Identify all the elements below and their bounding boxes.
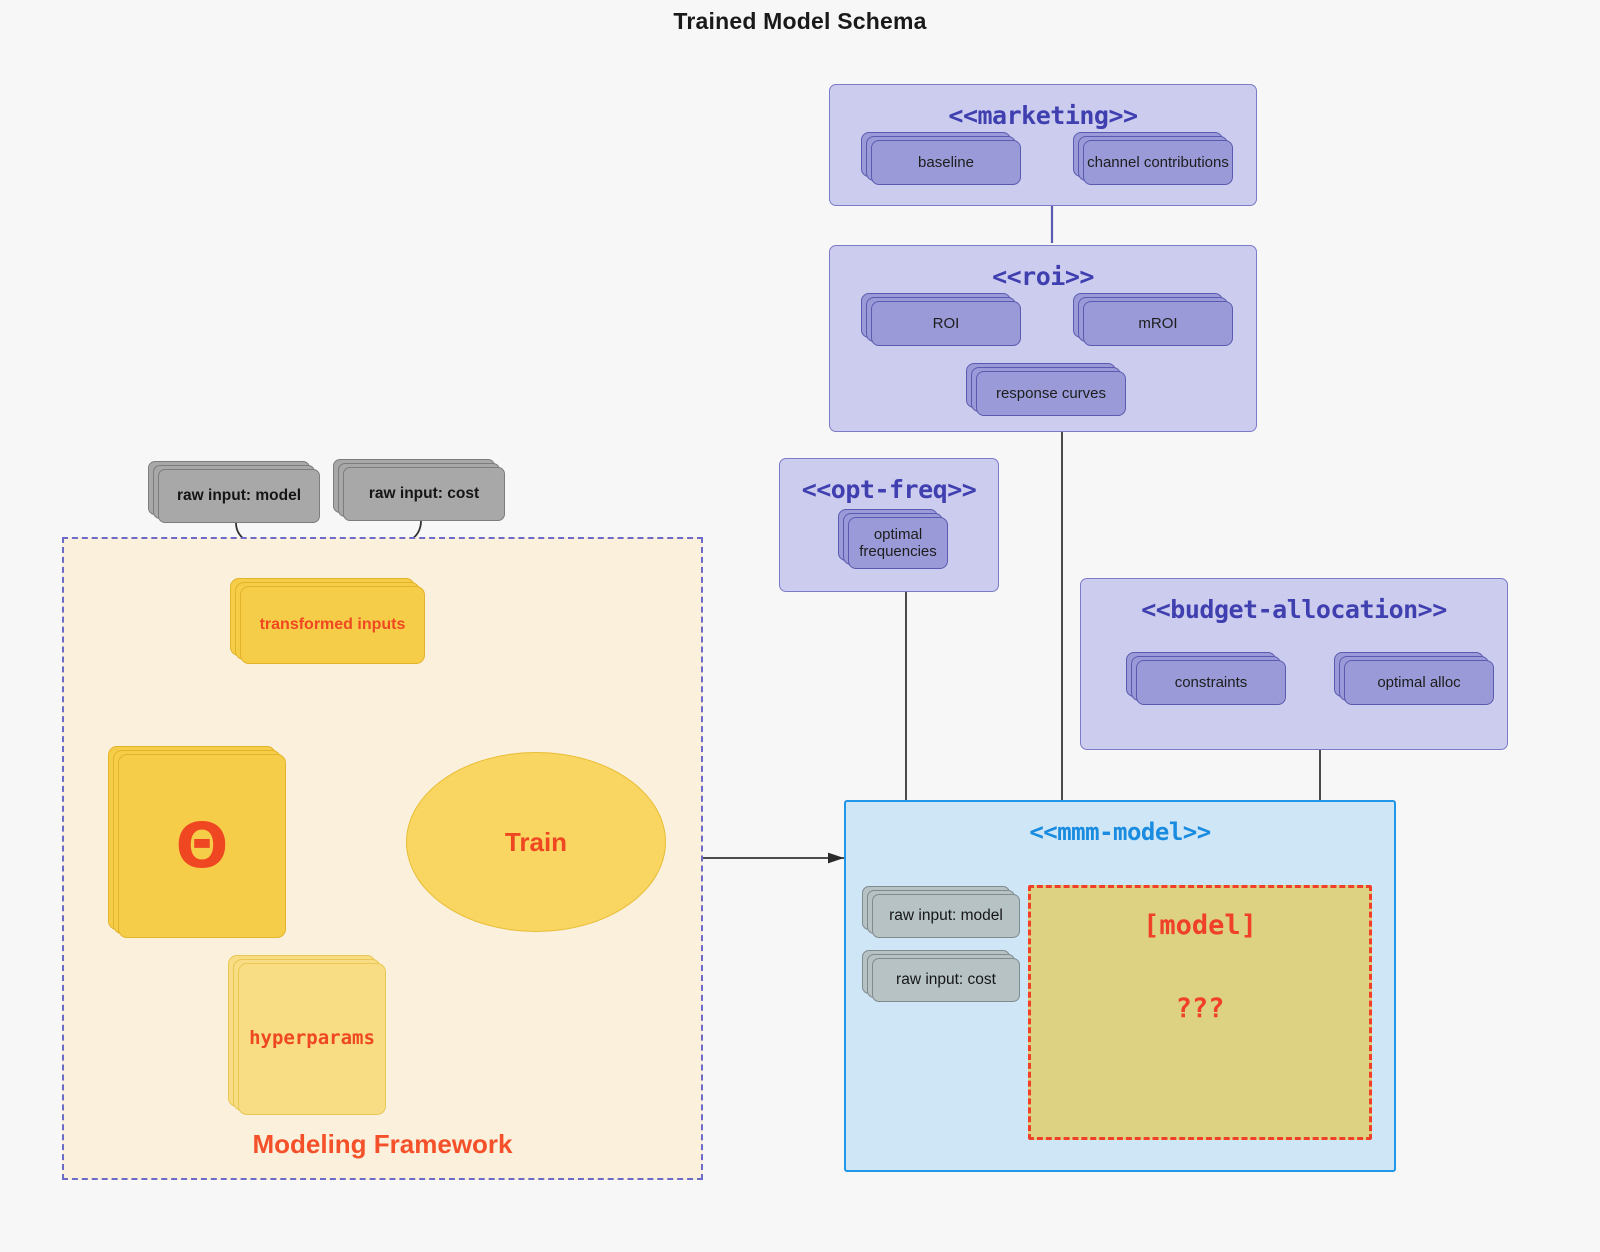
model-label: [model]: [1143, 910, 1257, 941]
modeling-framework-label: Modeling Framework: [252, 1129, 513, 1159]
card-label: optimal alloc: [1344, 660, 1494, 705]
card-theta-face: Θ: [118, 754, 286, 938]
card-label: transformed inputs: [240, 586, 425, 664]
card-channel-contributions[interactable]: channel contributions: [1073, 132, 1233, 185]
card-mmm-raw-input-cost[interactable]: raw input: cost: [862, 950, 1020, 1002]
theta-symbol: Θ: [175, 809, 229, 883]
card-label: raw input: cost: [872, 958, 1020, 1002]
card-label-line1: optimal: [873, 525, 923, 543]
card-optimal-frequencies[interactable]: optimal frequencies: [838, 509, 950, 571]
card-hyperparams[interactable]: hyperparams: [228, 955, 386, 1115]
card-raw-input-model[interactable]: raw input: model: [148, 461, 320, 523]
card-raw-input-cost[interactable]: raw input: cost: [333, 459, 505, 521]
card-label: ROI: [871, 301, 1021, 346]
card-label: baseline: [871, 140, 1021, 185]
package-budget-allocation-title: <<budget-allocation>>: [1141, 595, 1447, 624]
card-label: raw input: cost: [343, 467, 505, 521]
card-label: raw input: model: [872, 894, 1020, 938]
model-unknown-label: ???: [1175, 993, 1225, 1024]
model-placeholder-region[interactable]: [model] ???: [1028, 885, 1372, 1140]
train-label: Train: [504, 826, 568, 857]
card-baseline[interactable]: baseline: [861, 132, 1021, 185]
card-constraints[interactable]: constraints: [1126, 652, 1286, 705]
card-response-curves[interactable]: response curves: [966, 363, 1126, 416]
card-label: raw input: model: [158, 469, 320, 523]
card-label: response curves: [976, 371, 1126, 416]
card-roi[interactable]: ROI: [861, 293, 1021, 346]
package-opt-freq-title: <<opt-freq>>: [801, 475, 977, 504]
card-optimal-alloc[interactable]: optimal alloc: [1334, 652, 1494, 705]
card-label: hyperparams: [238, 963, 386, 1115]
package-roi-title: <<roi>>: [992, 262, 1094, 291]
card-transformed-inputs[interactable]: transformed inputs: [230, 578, 425, 664]
package-roi[interactable]: <<roi>> ROI mROI response curves: [829, 245, 1257, 432]
card-mroi[interactable]: mROI: [1073, 293, 1233, 346]
page-title: Trained Model Schema: [673, 8, 927, 34]
package-mmm-model[interactable]: <<mmm-model>> raw input: model raw input…: [844, 800, 1396, 1172]
card-mmm-raw-input-model[interactable]: raw input: model: [862, 886, 1020, 938]
package-budget-allocation[interactable]: <<budget-allocation>> constraints optima…: [1080, 578, 1508, 750]
card-label: mROI: [1083, 301, 1233, 346]
package-marketing-title: <<marketing>>: [948, 101, 1138, 130]
package-marketing[interactable]: <<marketing>> baseline channel contribut…: [829, 84, 1257, 206]
train-activity[interactable]: Train: [406, 752, 666, 932]
card-label: constraints: [1136, 660, 1286, 705]
card-label: channel contributions: [1083, 140, 1233, 185]
card-label: optimal frequencies: [848, 517, 948, 569]
card-theta[interactable]: Θ: [108, 746, 286, 938]
package-opt-freq[interactable]: <<opt-freq>> optimal frequencies: [779, 458, 999, 592]
card-label-line2: frequencies: [859, 543, 937, 560]
package-mmm-model-title: <<mmm-model>>: [1029, 818, 1211, 846]
